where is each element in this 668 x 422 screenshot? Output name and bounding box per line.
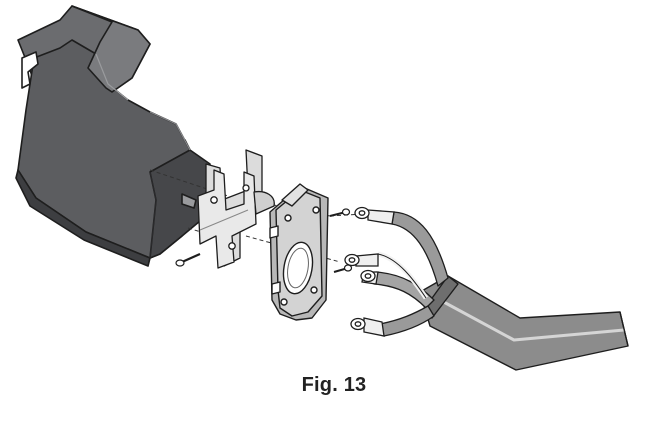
figure-caption: Fig. 13 [301,374,367,396]
ring-terminal [344,206,395,337]
terminal-block-plate [269,183,329,321]
power-cord [419,275,629,371]
mounting-clip [197,149,275,269]
screw [175,252,201,267]
cover-bracket [15,5,211,267]
power-cord-wires [373,211,449,337]
